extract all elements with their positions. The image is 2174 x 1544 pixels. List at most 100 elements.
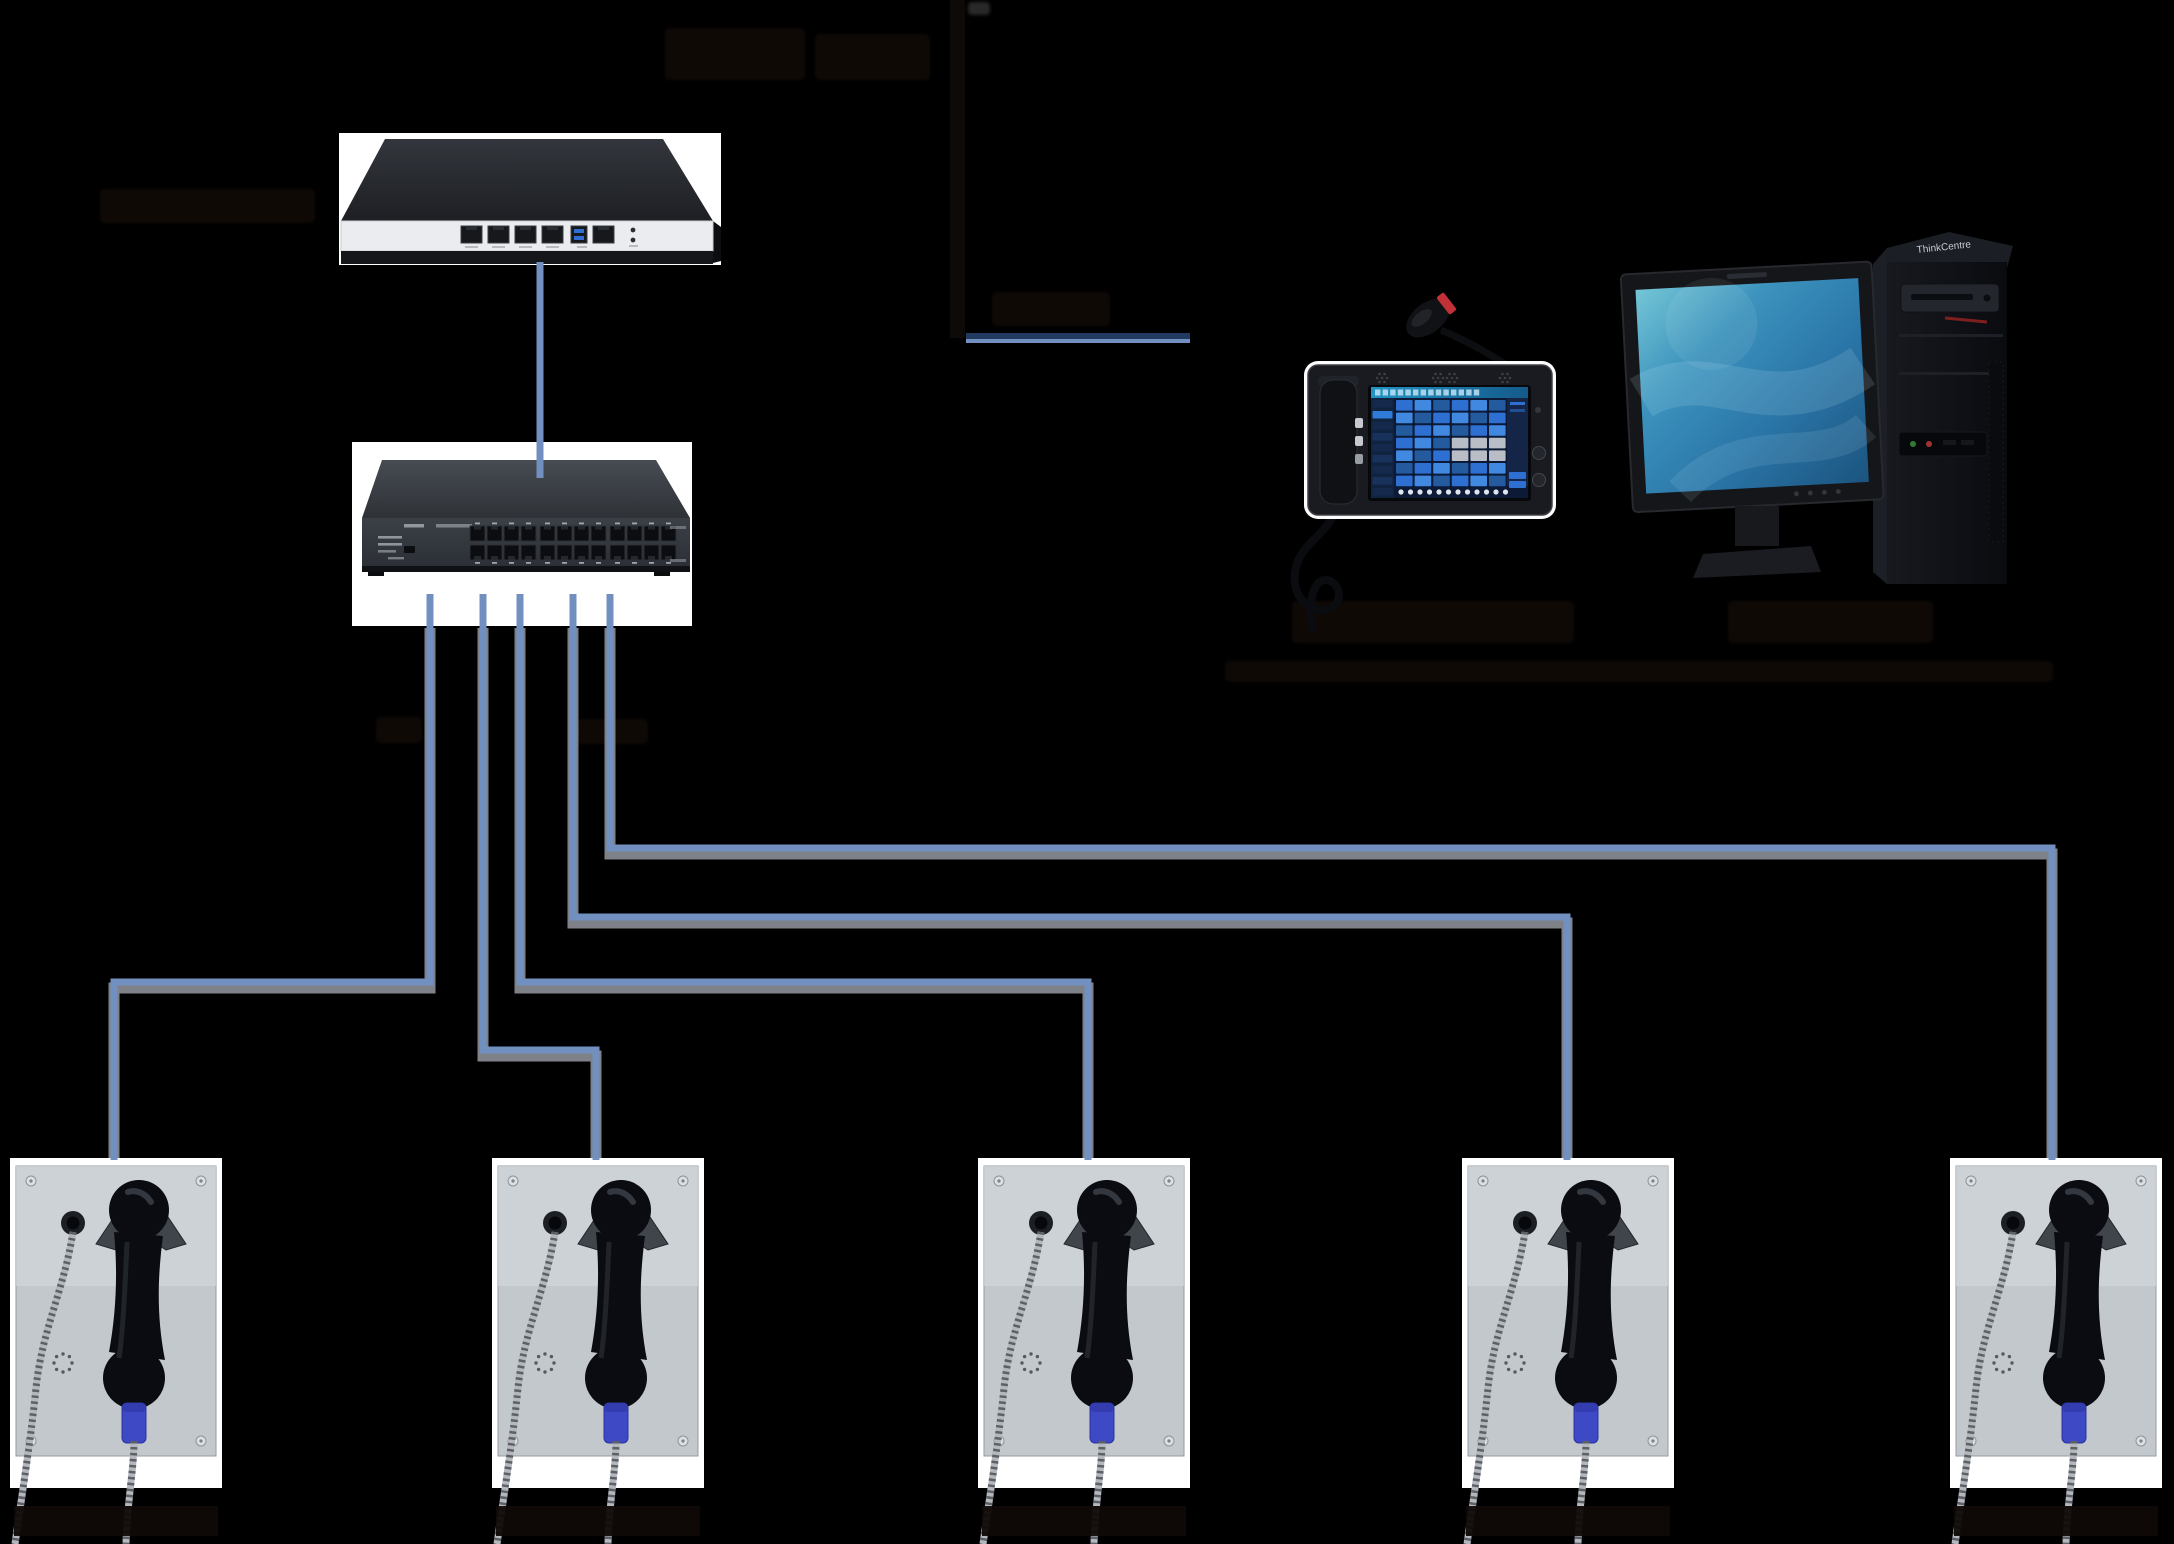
switch-led-legend [378,536,415,560]
dial-grid-button[interactable] [1433,400,1450,411]
dial-grid-button[interactable] [1470,412,1487,424]
dial-grid-button[interactable] [1433,412,1450,424]
sidebar-item[interactable] [1372,400,1393,408]
dial-grid-button[interactable] [1433,450,1450,461]
dial-grid-button[interactable] [1396,463,1413,474]
screen-header-cells [1375,389,1480,396]
dial-grid-button[interactable] [1414,450,1432,461]
dial-grid-button[interactable] [1470,400,1487,411]
dial-grid-button[interactable] [1489,400,1506,411]
wall-phone-5 [1940,1150,2174,1544]
dial-grid-button[interactable] [1433,463,1450,474]
switch-reset-button [404,546,415,553]
dial-grid-button[interactable] [1451,425,1469,436]
screen-action-button[interactable] [1509,472,1526,479]
dial-grid-button[interactable] [1451,412,1469,424]
dial-grid-button[interactable] [1489,437,1506,449]
bottom-icon[interactable] [1426,489,1433,495]
dial-grid-button[interactable] [1396,412,1413,424]
wall-phone-2 [482,1150,722,1544]
dial-grid-button[interactable] [1433,475,1450,487]
dial-grid-button[interactable] [1414,475,1432,487]
sidebar-item[interactable] [1372,466,1393,474]
bottom-icon[interactable] [1502,489,1509,495]
switch-bottom-edge [362,566,690,572]
dial-grid-button[interactable] [1414,437,1432,449]
illegible-phone-caption [1954,1506,2158,1536]
screen-action-button[interactable] [1509,481,1526,488]
dial-grid-button[interactable] [1489,412,1506,424]
dial-grid-button[interactable] [1451,463,1469,474]
dial-grid-button[interactable] [1489,425,1506,436]
monitor-buttons[interactable] [1793,489,1841,497]
dial-grid-button[interactable] [1470,475,1487,487]
dial-grid-button[interactable] [1396,475,1413,487]
bottom-icon[interactable] [1474,489,1480,495]
dial-grid-button[interactable] [1470,450,1487,461]
switch-port [609,544,626,561]
mic-red-ring [1437,292,1457,315]
bottom-icon[interactable] [1436,489,1442,495]
dial-grid-button[interactable] [1451,450,1469,461]
red-accent [1944,316,1988,324]
dial-grid-button[interactable] [1451,400,1469,411]
illegible-glyphs [968,2,990,15]
sidebar-item[interactable] [1372,477,1393,485]
handset[interactable] [1071,1180,1137,1409]
sidebar-item[interactable] [1372,455,1393,463]
dark-connector-line [950,0,965,338]
dial-grid-button[interactable] [1433,425,1450,436]
sidebar-item[interactable] [1372,422,1393,430]
handset[interactable] [103,1180,169,1409]
bottom-icon[interactable] [1455,489,1461,495]
bottom-icon[interactable] [1493,489,1499,495]
dial-grid-button[interactable] [1489,463,1506,474]
screen-button-grid[interactable] [1396,400,1506,487]
sidebar-item[interactable] [1372,444,1393,452]
sidebar-item[interactable] [1372,433,1393,441]
dial-grid-button[interactable] [1451,475,1469,487]
bezel-button[interactable] [1532,446,1546,460]
switch-port [660,544,677,561]
server-top-panel [341,139,713,221]
dial-grid-button[interactable] [1470,425,1487,436]
bottom-icon[interactable] [1407,489,1414,495]
bezel-button[interactable] [1532,473,1546,487]
dial-grid-button[interactable] [1489,475,1506,487]
handset[interactable] [585,1180,651,1409]
bottom-icon[interactable] [1464,489,1471,495]
bottom-icon[interactable] [1398,489,1404,495]
dial-grid-button[interactable] [1451,437,1469,449]
dial-grid-button[interactable] [1470,463,1487,474]
dial-grid-button[interactable] [1489,450,1506,461]
dial-grid-button[interactable] [1396,425,1413,436]
header-cell [1443,389,1449,396]
sidebar-item[interactable] [1372,488,1393,496]
dial-grid-button[interactable] [1414,400,1432,411]
dial-grid-button[interactable] [1396,400,1413,411]
handset[interactable] [1555,1180,1621,1409]
dial-grid-button[interactable] [1414,412,1432,424]
dial-grid-button[interactable] [1433,437,1450,449]
dispatch-console [1255,290,1575,650]
switch-brand-marks [404,524,472,528]
sidebar-item[interactable] [1372,411,1393,419]
bottom-icon[interactable] [1445,489,1452,495]
illegible-heading [1728,601,1933,643]
dial-grid-button[interactable] [1396,437,1413,449]
line-shadows [108,628,2058,1158]
header-cell [1420,389,1426,396]
dial-grid-button[interactable] [1396,450,1413,461]
monitor-base [1693,546,1821,578]
header-cell [1435,389,1442,396]
dial-grid-button[interactable] [1414,425,1432,436]
dial-grid-button[interactable] [1414,463,1432,474]
screen-sidebar-menu[interactable] [1372,400,1393,496]
bottom-icon[interactable] [1417,489,1423,495]
dial-grid-button[interactable] [1470,437,1487,449]
header-cell [1397,389,1404,396]
illegible-console-label [992,292,1110,326]
switch-port [520,544,537,561]
bottom-icon[interactable] [1483,489,1490,495]
handset[interactable] [2043,1180,2109,1409]
